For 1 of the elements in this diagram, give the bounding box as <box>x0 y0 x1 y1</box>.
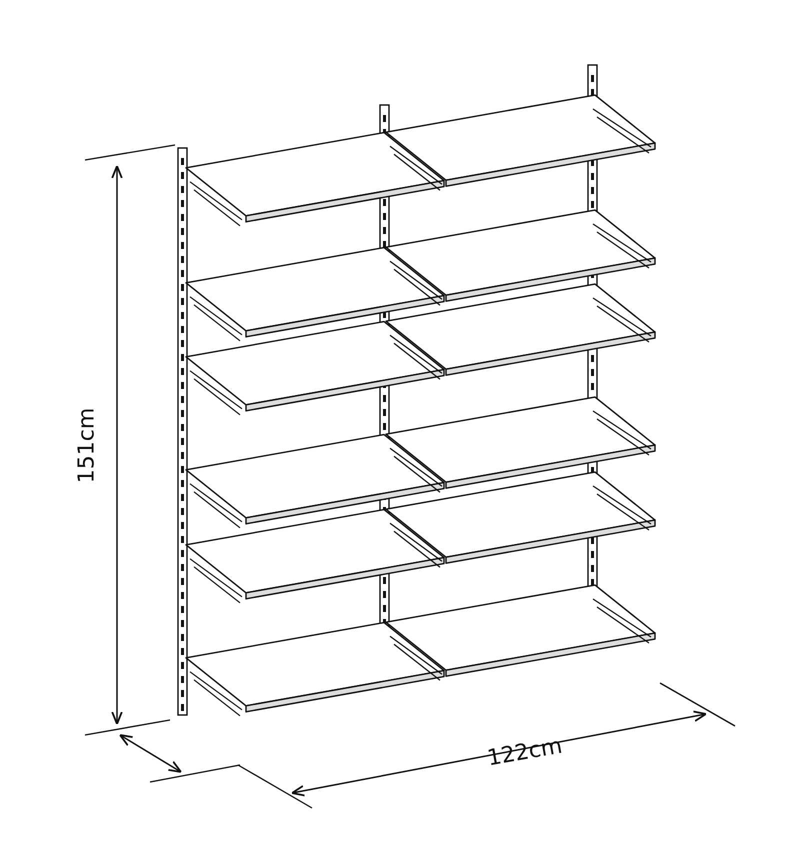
dimension-label: 151cm <box>74 407 100 483</box>
